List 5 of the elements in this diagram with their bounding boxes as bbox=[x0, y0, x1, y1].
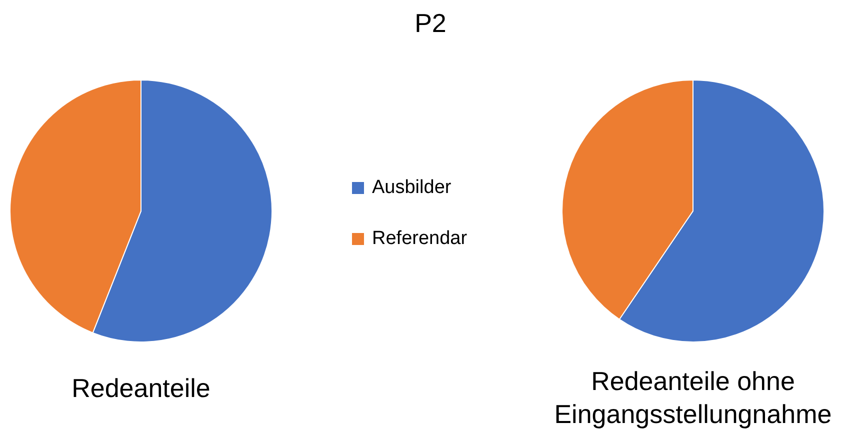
chart-title: P2 bbox=[414, 8, 448, 39]
legend-label: Ausbilder bbox=[372, 177, 452, 199]
chart-caption: Redeanteile bbox=[70, 372, 212, 405]
chart-caption: Redeanteile ohne Eingangsstellungnahme bbox=[553, 365, 833, 431]
legend-label: Referendar bbox=[372, 228, 468, 250]
